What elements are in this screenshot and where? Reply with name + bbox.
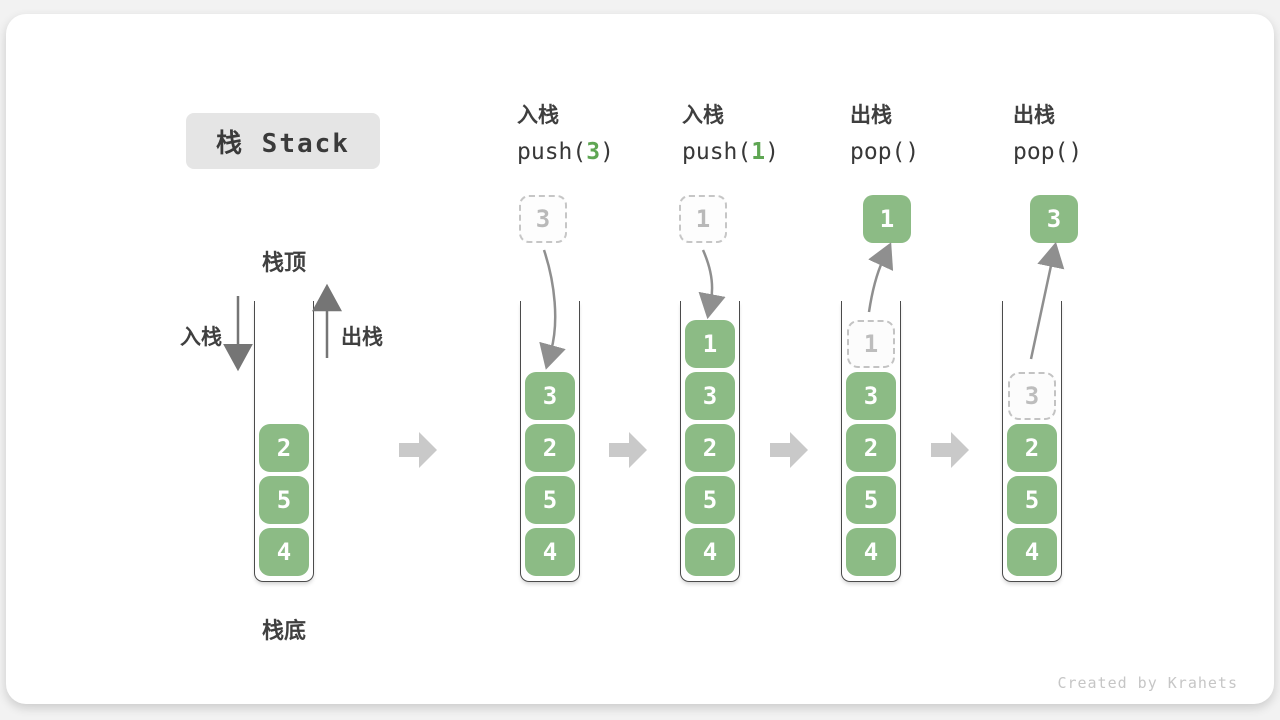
stage-transition-arrow-icon (770, 432, 808, 468)
stack-item: 5 (685, 476, 735, 524)
push-curve-arrow-icon (698, 249, 726, 320)
code-suffix: ) (600, 139, 614, 165)
code-prefix: push( (517, 139, 587, 165)
code-prefix: push( (682, 139, 752, 165)
incoming-value-box: 3 (519, 195, 567, 243)
stack-item: 3 (846, 372, 896, 420)
code-prefix: pop() (1013, 139, 1083, 165)
stack-item: 3 (685, 372, 735, 420)
stack-item: 4 (259, 528, 309, 576)
incoming-value-box: 1 (679, 195, 727, 243)
stack-item-ghost: 1 (847, 320, 895, 368)
code-suffix: ) (765, 139, 779, 165)
operation-code: pop() (1013, 138, 1082, 166)
stack-item: 5 (846, 476, 896, 524)
stage-header-push3: 入栈 push(3) (517, 103, 614, 166)
stack-container-push1: 1 3 2 5 4 (680, 301, 740, 582)
stack-bottom-label: 栈底 (261, 618, 306, 643)
stack-container-push3: 3 2 5 4 (520, 301, 580, 582)
code-argument: 3 (586, 139, 601, 165)
code-prefix: pop() (850, 139, 920, 165)
stack-item: 5 (1007, 476, 1057, 524)
operation-name: 入栈 (517, 104, 559, 127)
popped-value-box: 1 (863, 195, 911, 243)
stage-transition-arrow-icon (609, 432, 647, 468)
operation-name: 出栈 (850, 104, 892, 127)
stack-item: 2 (685, 424, 735, 472)
push-side-label: 入栈 (180, 326, 222, 349)
stack-item: 4 (525, 528, 575, 576)
operation-name: 入栈 (682, 104, 724, 127)
stack-item: 3 (525, 372, 575, 420)
stack-top-label: 栈顶 (261, 250, 306, 275)
operation-code: push(3) (517, 138, 614, 166)
operation-name: 出栈 (1013, 104, 1055, 127)
stack-item: 5 (525, 476, 575, 524)
stage-transition-arrow-icon (399, 432, 437, 468)
stack-item: 4 (1007, 528, 1057, 576)
stack-item: 2 (846, 424, 896, 472)
operation-code: pop() (850, 138, 919, 166)
stack-item: 2 (525, 424, 575, 472)
code-argument: 1 (751, 139, 766, 165)
title-badge: 栈 Stack (186, 113, 380, 169)
stage-transition-arrow-icon (931, 432, 969, 468)
stage-header-push1: 入栈 push(1) (682, 103, 779, 166)
footer-credit: Created by Krahets (1057, 674, 1238, 692)
stage-header-pop3: 出栈 pop() (1013, 103, 1082, 166)
stack-container-pop1: 1 3 2 5 4 (841, 301, 901, 582)
popped-value-box: 3 (1030, 195, 1078, 243)
stack-item: 4 (846, 528, 896, 576)
stack-container-initial: 2 5 4 (254, 301, 314, 582)
stack-item: 1 (685, 320, 735, 368)
stack-item: 2 (259, 424, 309, 472)
stack-item-ghost: 3 (1008, 372, 1056, 420)
stack-item: 2 (1007, 424, 1057, 472)
stack-item: 4 (685, 528, 735, 576)
stack-container-pop3: 3 2 5 4 (1002, 301, 1062, 582)
operation-code: push(1) (682, 138, 779, 166)
stage-header-pop1: 出栈 pop() (850, 103, 919, 166)
pop-side-label: 出栈 (341, 326, 383, 349)
stack-item: 5 (259, 476, 309, 524)
